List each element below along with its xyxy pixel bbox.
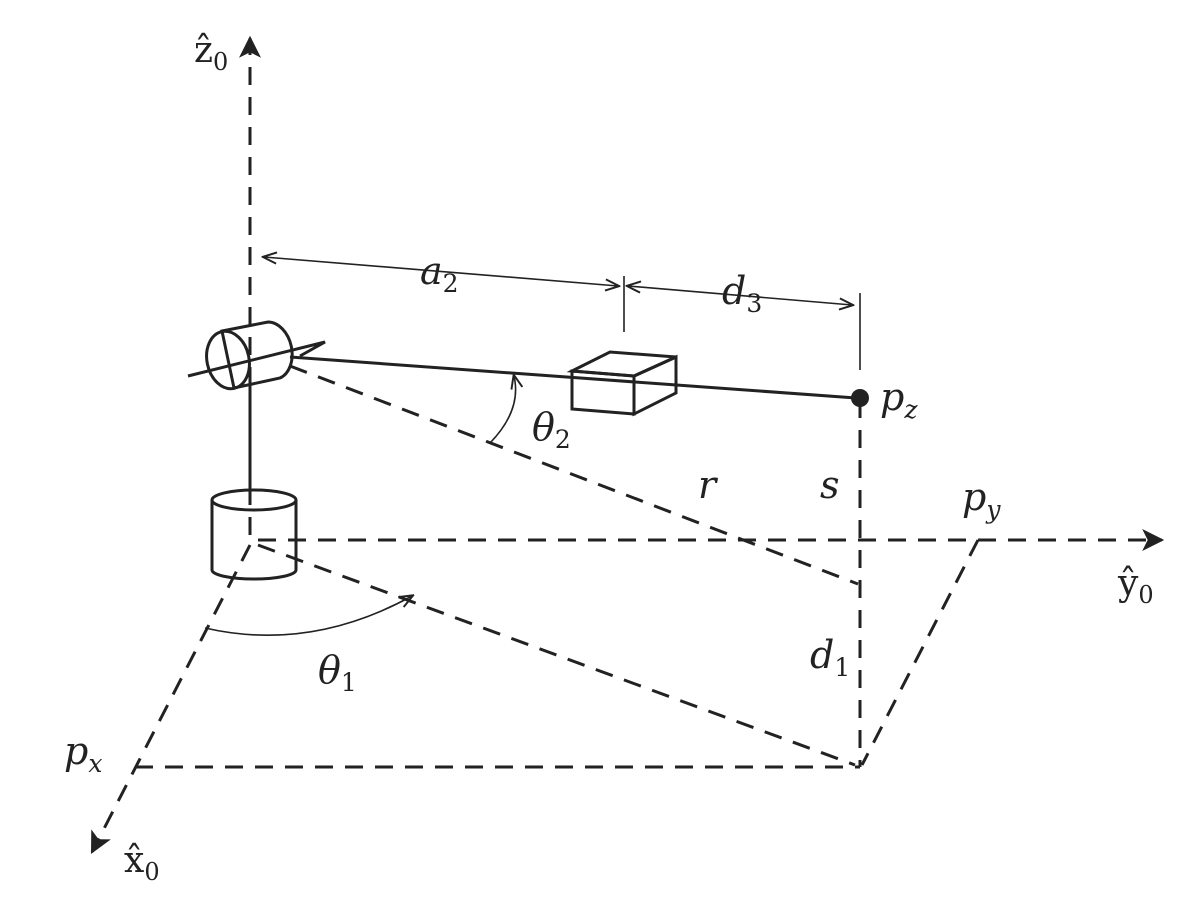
base-cylinder xyxy=(210,488,298,581)
px-label: px xyxy=(64,729,102,778)
r-label: r xyxy=(698,463,719,507)
d3-label: d3 xyxy=(722,269,762,318)
end-effector-dot xyxy=(851,389,869,407)
a2-label: a2 xyxy=(420,249,459,298)
pz-label: pz xyxy=(880,375,918,424)
theta1-label: θ1 xyxy=(318,648,357,697)
r-line xyxy=(289,364,859,586)
s-label: s xyxy=(820,463,840,507)
x-axis xyxy=(90,544,252,854)
theta1-arc xyxy=(204,596,412,636)
d1-label: d1 xyxy=(810,633,850,682)
py-line xyxy=(860,539,980,766)
py-label: py xyxy=(962,475,1001,524)
theta2-arc xyxy=(489,376,516,444)
z-axis-label: ẑ0 xyxy=(194,30,228,76)
x-axis-label: x̂0 xyxy=(124,840,160,886)
base-radial-line xyxy=(257,543,856,767)
shoulder-joint xyxy=(187,320,326,391)
theta2-label: θ2 xyxy=(532,405,571,454)
d3-dimension-line xyxy=(628,286,852,305)
prismatic-block xyxy=(566,350,678,417)
a2-dimension-line xyxy=(264,257,618,286)
y-axis-label: ŷ0 xyxy=(1117,563,1154,609)
